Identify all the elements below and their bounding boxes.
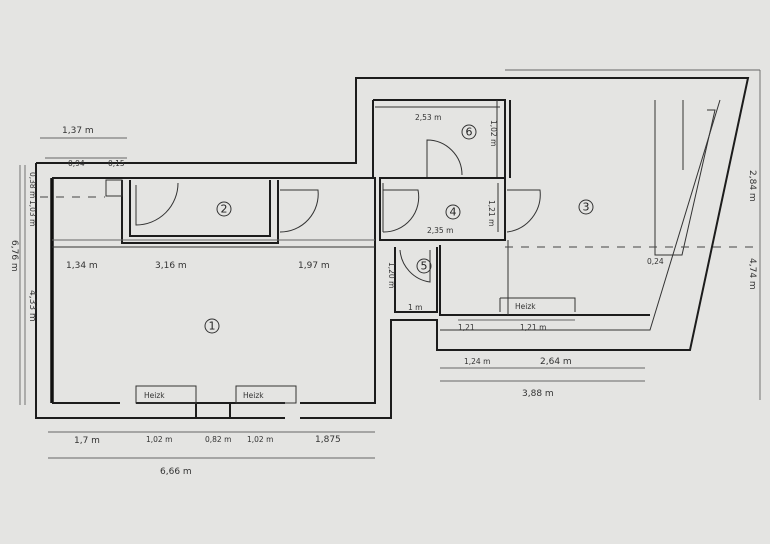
dimension-labels: 1,37 m 0,94 0,15 0,38 m 1,03 m 4,33 m 6,… <box>9 113 757 477</box>
svg-text:1,97 m: 1,97 m <box>298 261 330 271</box>
svg-text:0,94: 0,94 <box>68 159 85 168</box>
radiator-label: Heizk <box>515 302 536 311</box>
svg-text:1,21 m: 1,21 m <box>520 323 546 332</box>
room-labels: 1 2 3 4 5 6 <box>204 124 594 334</box>
svg-text:1,02 m: 1,02 m <box>489 120 498 146</box>
svg-text:1,34 m: 1,34 m <box>66 261 98 271</box>
svg-text:2,84 m: 2,84 m <box>747 170 757 202</box>
svg-text:3,88 m: 3,88 m <box>522 389 554 399</box>
walls <box>35 77 750 419</box>
svg-text:4,33 m: 4,33 m <box>27 290 37 322</box>
svg-text:6,76 m: 6,76 m <box>9 240 19 272</box>
svg-text:1 m: 1 m <box>408 303 422 312</box>
svg-text:3,16 m: 3,16 m <box>155 261 187 271</box>
radiator-label: Heizk <box>144 391 165 400</box>
svg-text:0,38 m: 0,38 m <box>28 172 37 198</box>
svg-text:2,35 m: 2,35 m <box>427 226 453 235</box>
dimension-lines <box>19 69 761 459</box>
svg-text:2,53 m: 2,53 m <box>415 113 441 122</box>
room-number-3: 3 <box>583 201 590 214</box>
svg-text:6,66 m: 6,66 m <box>160 467 192 477</box>
svg-text:1,37 m: 1,37 m <box>62 126 94 136</box>
svg-text:1,03 m: 1,03 m <box>28 200 37 226</box>
room-number-4: 4 <box>450 206 457 219</box>
svg-text:1,02 m: 1,02 m <box>146 435 172 444</box>
svg-text:1,7 m: 1,7 m <box>74 436 100 446</box>
svg-text:1,875: 1,875 <box>315 435 341 445</box>
svg-text:0,82 m: 0,82 m <box>205 435 231 444</box>
svg-text:0,15: 0,15 <box>108 159 125 168</box>
svg-text:2,64 m: 2,64 m <box>540 357 572 367</box>
radiators: Heizk Heizk Heizk <box>135 302 536 404</box>
svg-text:0,24: 0,24 <box>647 257 664 266</box>
room-number-2: 2 <box>221 203 228 216</box>
room-number-1: 1 <box>209 320 216 333</box>
svg-text:1,24 m: 1,24 m <box>464 357 490 366</box>
room-number-5: 5 <box>421 260 428 273</box>
room-number-6: 6 <box>466 126 473 139</box>
svg-text:1,02 m: 1,02 m <box>247 435 273 444</box>
svg-text:1,20 m: 1,20 m <box>387 262 396 288</box>
radiator-label: Heizk <box>243 391 264 400</box>
svg-text:4,74 m: 4,74 m <box>747 258 757 290</box>
svg-text:1,21: 1,21 <box>458 323 475 332</box>
svg-text:1,21 m: 1,21 m <box>487 200 496 226</box>
